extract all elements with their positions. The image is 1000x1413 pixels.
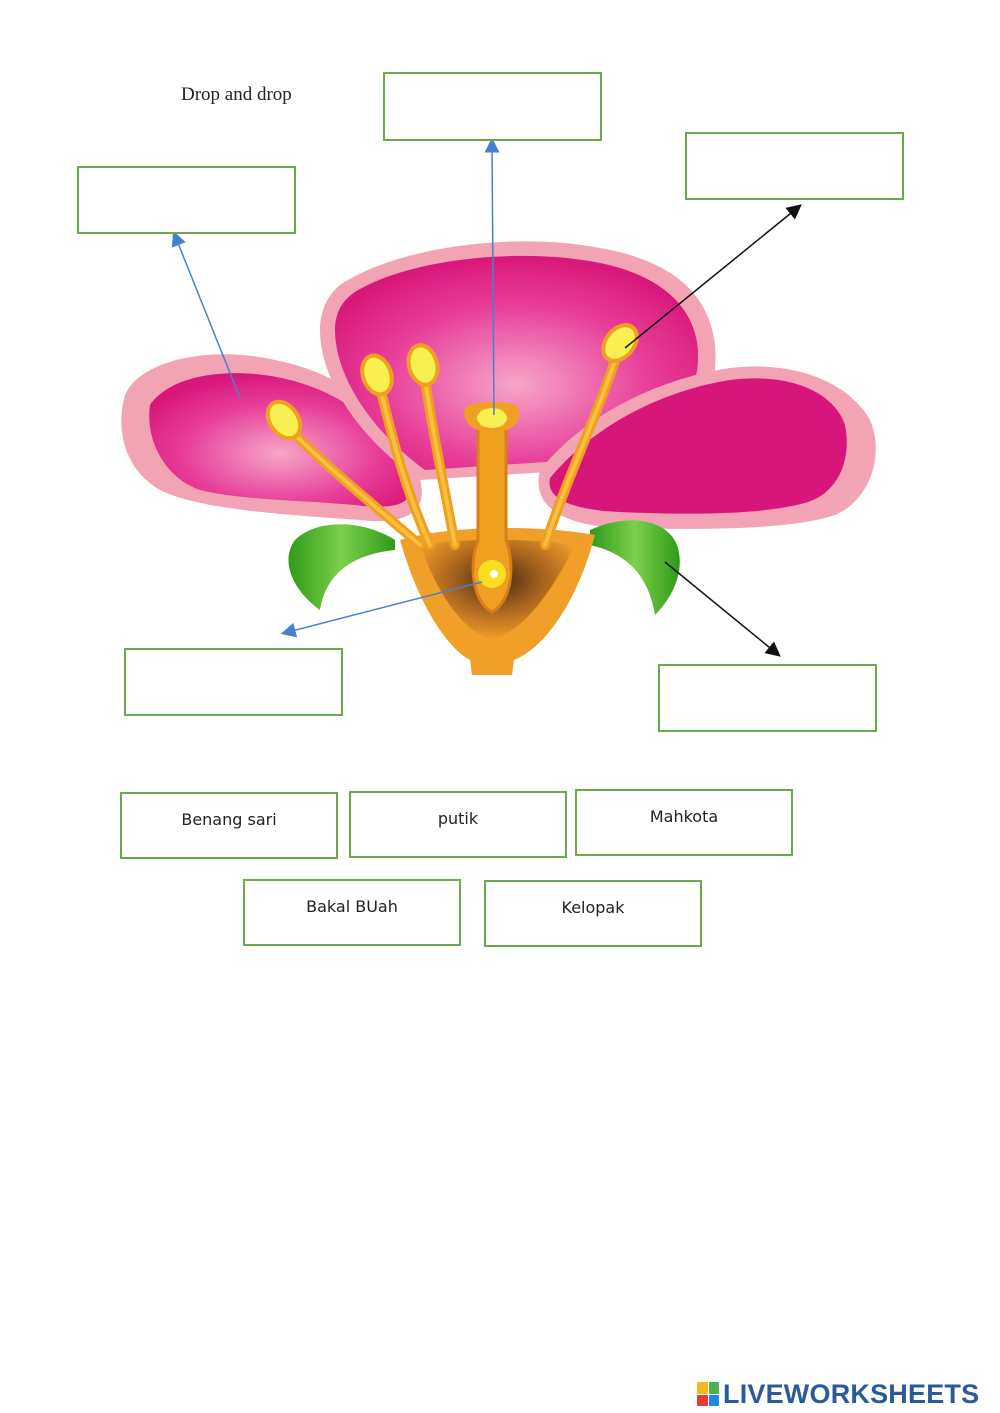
logo-mark-icon [697, 1382, 719, 1406]
sepals [288, 520, 680, 615]
liveworksheets-logo: LIVEWORKSHEETS [697, 1378, 979, 1410]
anther-4 [601, 323, 639, 363]
word-card-label: Mahkota [649, 807, 719, 826]
word-card-label: putik [437, 809, 479, 828]
anthers [265, 323, 639, 441]
pistil [464, 402, 520, 614]
left-petal [149, 373, 411, 507]
arrow-anther-to-top-right [624, 204, 802, 349]
ovule [490, 570, 498, 578]
drop-target-bottom-right[interactable] [658, 664, 877, 732]
worksheet-title: Drop and drop [181, 84, 292, 105]
arrow-petal-to-top-left [171, 231, 241, 399]
flower-diagram [121, 137, 876, 675]
anther-2 [360, 353, 394, 397]
arrow-sepal-to-bottom-right [664, 561, 781, 657]
arrow-ovary-to-bottom-left [280, 581, 483, 638]
word-card-label: Kelopak [561, 898, 625, 917]
logo-text: LIVEWORKSHEETS [723, 1378, 980, 1409]
word-card-benang-sari[interactable]: Benang sari [120, 792, 338, 859]
right-petal [549, 378, 847, 514]
word-card-putik[interactable]: putik [349, 791, 567, 858]
petals [121, 241, 876, 529]
stigma-top [477, 408, 507, 428]
word-card-bakal-buah[interactable]: Bakal BUah [243, 879, 461, 946]
right-sepal [590, 520, 680, 615]
drop-target-top-right[interactable] [685, 132, 904, 200]
arrows [171, 137, 802, 657]
word-card-label: Bakal BUah [306, 897, 398, 916]
drop-target-top-center[interactable] [383, 72, 602, 141]
anther-3 [406, 343, 440, 387]
word-card-mahkota[interactable]: Mahkota [575, 789, 793, 856]
drop-target-bottom-left[interactable] [124, 648, 343, 716]
drop-target-top-left[interactable] [77, 166, 296, 234]
word-card-kelopak[interactable]: Kelopak [484, 880, 702, 947]
anther-1 [265, 399, 303, 441]
left-sepal [288, 524, 395, 610]
word-card-label: Benang sari [181, 810, 277, 829]
arrow-stigma-to-top-center [484, 137, 500, 416]
